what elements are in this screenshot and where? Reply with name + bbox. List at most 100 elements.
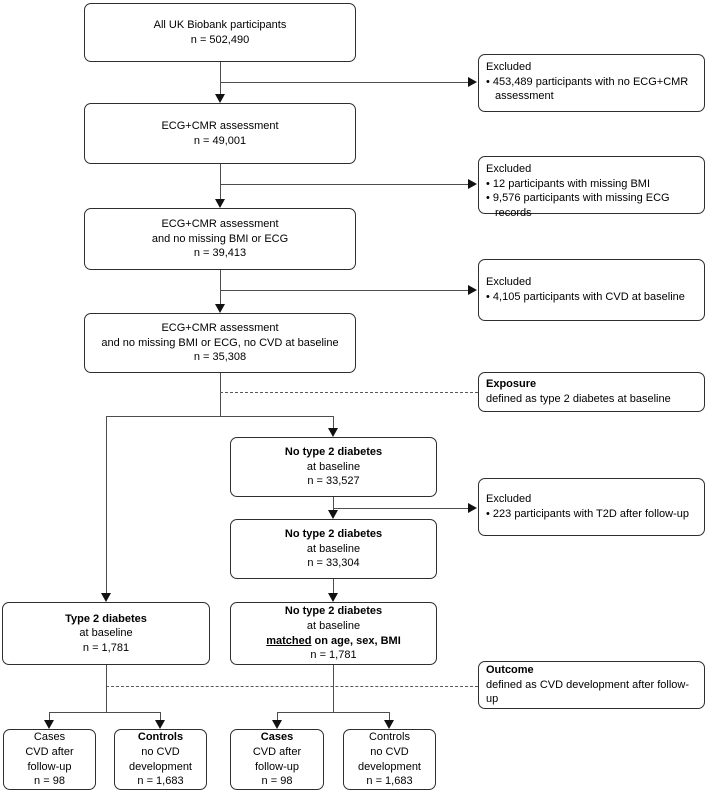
box-line: CVD after	[25, 745, 74, 758]
box-line: development	[129, 760, 192, 773]
box-title: No type 2 diabetes	[284, 446, 383, 459]
box-line: CVD after	[252, 745, 302, 758]
excluded-bullet: • 12 participants with missing BMI	[486, 177, 651, 190]
box-count: n = 1,781	[310, 649, 357, 662]
flow-box-t2d-baseline: Type 2 diabetes at baseline n = 1,781	[2, 602, 210, 665]
box-count: n = 49,001	[193, 134, 247, 147]
flow-box-cases-matched: Cases CVD after follow-up n = 98	[230, 729, 324, 790]
box-count: n = 33,527	[307, 475, 360, 488]
matched-underlined: matched	[266, 634, 312, 647]
arrow-down-icon	[328, 593, 338, 602]
connector-line	[277, 712, 278, 720]
box-count: n = 1,683	[137, 775, 184, 788]
excluded-box-cvd-at-baseline: Excluded • 4,105 participants with CVD a…	[478, 259, 705, 321]
box-title: Cases	[260, 731, 294, 744]
box-count: n = 98	[34, 775, 65, 788]
arrow-right-icon	[468, 179, 477, 189]
flow-box-no-t2d-baseline: No type 2 diabetes at baseline n = 33,52…	[230, 437, 437, 497]
arrow-down-icon	[328, 510, 338, 519]
box-count: n = 35,308	[193, 351, 247, 364]
excluded-title: Excluded	[486, 61, 532, 73]
box-line: and no missing BMI or ECG, no CVD at bas…	[101, 336, 339, 349]
box-count: n = 33,304	[307, 557, 360, 570]
arrow-down-icon	[384, 720, 394, 729]
arrow-down-icon	[328, 428, 338, 437]
arrow-down-icon	[215, 199, 225, 208]
box-line: All UK Biobank participants	[153, 18, 287, 31]
connector-line	[106, 416, 107, 593]
connector-line	[106, 665, 107, 713]
excluded-title: Excluded	[486, 163, 532, 175]
connector-line	[220, 164, 221, 199]
excluded-bullet: • 223 participants with T2D after follow…	[486, 508, 689, 520]
flow-box-controls-t2d: Controls no CVD development n = 1,683	[114, 729, 207, 790]
box-count: n = 502,490	[190, 33, 250, 46]
matched-rest: on age, sex, BMI	[311, 634, 401, 647]
arrow-down-icon	[101, 593, 111, 602]
outcome-note-box: Outcome defined as CVD development after…	[478, 661, 705, 709]
connector-line	[220, 82, 469, 83]
connector-line	[49, 712, 161, 713]
outcome-title: Outcome	[486, 664, 534, 677]
connector-line	[160, 712, 161, 720]
flow-box-ecg-cmr: ECG+CMR assessment n = 49,001	[84, 103, 356, 164]
excluded-box-t2d-after-followup: Excluded • 223 participants with T2D aft…	[478, 478, 705, 536]
arrow-down-icon	[155, 720, 165, 729]
box-line: no CVD	[370, 745, 409, 758]
box-title: Cases	[33, 731, 66, 744]
box-count: n = 1,683	[366, 775, 413, 788]
excluded-box-no-assessment: Excluded • 453,489 participants with no …	[478, 54, 705, 112]
flow-box-all-uk-biobank: All UK Biobank participants n = 502,490	[84, 3, 356, 62]
arrow-down-icon	[215, 304, 225, 313]
box-line: at baseline	[306, 542, 361, 555]
connector-line	[220, 373, 221, 417]
flow-box-cases-t2d: Cases CVD after follow-up n = 98	[3, 729, 96, 790]
flow-box-ecg-cmr-complete: ECG+CMR assessment and no missing BMI or…	[84, 208, 356, 270]
connector-line	[333, 497, 334, 511]
arrow-right-icon	[468, 77, 477, 87]
connector-line	[220, 270, 221, 304]
connector-line	[277, 712, 390, 713]
outcome-text: defined as CVD development after follow-…	[486, 678, 689, 706]
connector-line	[389, 712, 390, 720]
exposure-note-box: Exposure defined as type 2 diabetes at b…	[478, 372, 705, 412]
connector-line	[220, 184, 469, 185]
connector-line	[49, 712, 50, 720]
box-line: follow-up	[27, 760, 72, 773]
excluded-box-missing-data: Excluded • 12 participants with missing …	[478, 156, 705, 219]
box-title: No type 2 diabetes	[284, 605, 383, 618]
box-line: at baseline	[79, 627, 133, 640]
box-line: at baseline	[306, 460, 361, 473]
arrow-down-icon	[272, 720, 282, 729]
flow-box-ecg-cmr-no-cvd: ECG+CMR assessment and no missing BMI or…	[84, 313, 356, 373]
outcome-dashed-line	[106, 686, 478, 687]
box-count: n = 39,413	[193, 247, 247, 260]
excluded-bullet: • 4,105 participants with CVD at baselin…	[486, 291, 685, 303]
box-matched-line: matched on age, sex, BMI	[266, 634, 401, 649]
box-line: ECG+CMR assessment	[161, 218, 279, 231]
connector-line	[333, 665, 334, 713]
box-title: No type 2 diabetes	[284, 528, 383, 541]
box-title: Type 2 diabetes	[65, 612, 147, 625]
arrow-down-icon	[215, 94, 225, 103]
box-line: at baseline	[306, 619, 361, 632]
arrow-right-icon	[468, 285, 477, 295]
connector-line	[333, 416, 334, 428]
box-count: n = 1,781	[82, 641, 130, 654]
box-title: Controls	[369, 731, 410, 744]
connector-line	[333, 508, 469, 509]
excluded-bullet: • 9,576 participants with missing ECG re…	[486, 192, 670, 219]
box-line: ECG+CMR assessment	[161, 322, 279, 335]
connector-line	[220, 62, 221, 95]
arrow-right-icon	[468, 503, 477, 513]
exposure-title: Exposure	[486, 378, 537, 391]
box-line: follow-up	[254, 760, 300, 773]
box-line: no CVD	[141, 745, 180, 758]
exposure-text: defined as type 2 diabetes at baseline	[486, 393, 671, 405]
flow-box-no-t2d-matched: No type 2 diabetes at baseline matched o…	[230, 602, 437, 665]
arrow-down-icon	[44, 720, 54, 729]
flow-box-no-t2d-after-followup: No type 2 diabetes at baseline n = 33,30…	[230, 519, 437, 579]
flow-box-controls-matched: Controls no CVD development n = 1,683	[343, 729, 436, 790]
box-title: Controls	[137, 731, 184, 744]
